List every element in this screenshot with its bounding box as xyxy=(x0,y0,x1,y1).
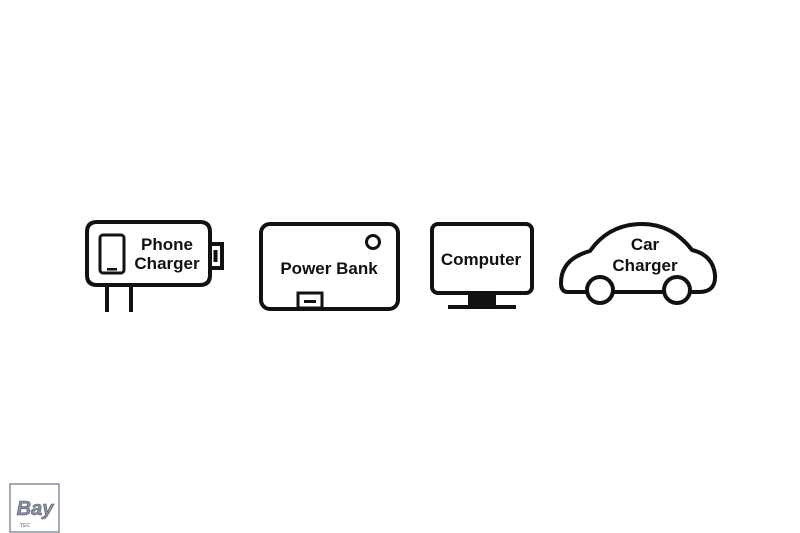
car-charger-label-line1: Car xyxy=(631,235,660,254)
phone-charger-label-line1: Phone xyxy=(141,235,193,254)
car-icon xyxy=(559,222,718,305)
computer-monitor-icon xyxy=(430,222,534,309)
computer-label: Computer xyxy=(441,250,522,269)
car-charger-group: Car Charger xyxy=(559,222,718,305)
phone-charger-label-line2: Charger xyxy=(134,254,200,273)
car-charger-label-line2: Charger xyxy=(612,256,678,275)
phone-charger-icon xyxy=(85,220,224,312)
logo-subtext: TEC xyxy=(20,523,30,529)
phone-charger-group: Phone Charger xyxy=(85,220,224,312)
power-bank-icon xyxy=(259,222,400,311)
computer-group: Computer xyxy=(430,222,534,309)
baytec-logo: Bay TEC xyxy=(9,483,60,533)
usb-plug-icon xyxy=(304,300,316,303)
logo-text: Bay xyxy=(17,498,55,520)
power-bank-label: Power Bank xyxy=(280,259,378,278)
usb-port-icon xyxy=(213,250,218,262)
smartphone-icon xyxy=(98,233,126,275)
power-bank-group: Power Bank xyxy=(259,222,400,311)
